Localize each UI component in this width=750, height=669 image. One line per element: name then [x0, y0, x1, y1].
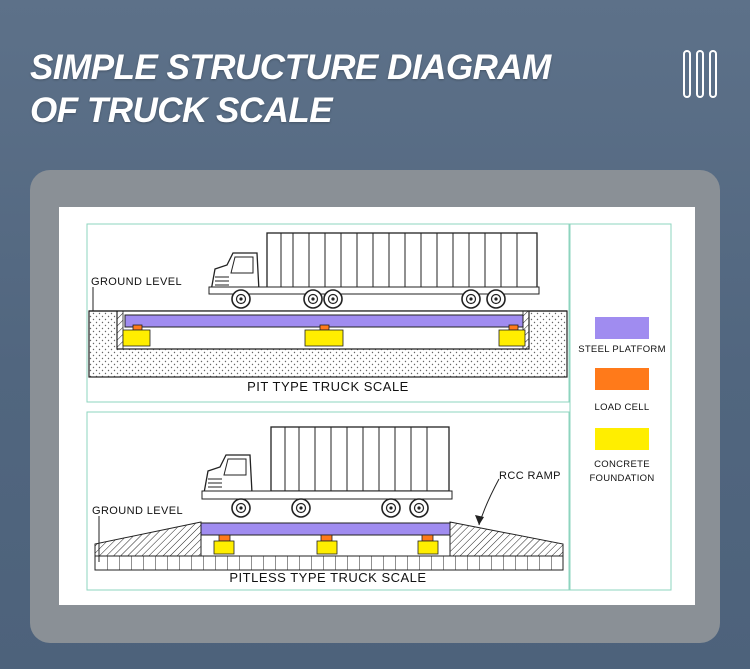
pitless-truck: [201, 426, 453, 518]
pitless-section-frame: [86, 411, 570, 591]
pitless-concrete-2: [316, 540, 338, 555]
menu-icon[interactable]: [682, 49, 718, 99]
page-title: SIMPLE STRUCTURE DIAGRAM OF TRUCK SCALE: [30, 46, 551, 132]
pitless-ground-label: GROUND LEVEL: [92, 505, 183, 517]
pit-truck: [208, 232, 540, 309]
pit-load-cell-1: [132, 324, 143, 331]
pitless-concrete-3: [417, 540, 439, 555]
pit-ground-label: GROUND LEVEL: [91, 276, 182, 288]
legend-label-steel-platform: STEEL PLATFORM: [578, 344, 666, 355]
pit-concrete-3: [498, 329, 526, 347]
pitless-load-cell-2: [320, 534, 333, 542]
pit-caption: PIT TYPE TRUCK SCALE: [247, 379, 409, 394]
ramp-label: RCC RAMP: [499, 470, 561, 482]
ramp-arrowhead: [475, 515, 484, 525]
pitless-caption: PITLESS TYPE TRUCK SCALE: [229, 570, 426, 585]
pit-load-cell-2: [319, 324, 330, 331]
legend-label-load-cell: LOAD CELL: [595, 402, 650, 413]
pit-concrete-2: [304, 329, 344, 347]
title-line-1: SIMPLE STRUCTURE DIAGRAM: [30, 48, 551, 87]
legend-label-concrete-line2: FOUNDATION: [589, 473, 654, 484]
pit-section-frame: [86, 223, 570, 403]
pitless-load-cell-1: [218, 534, 231, 542]
pit-load-cell-3: [508, 324, 519, 331]
pit-concrete-1: [122, 329, 151, 347]
legend-label-concrete-line1: CONCRETE: [594, 459, 650, 470]
legend-swatch-steel-platform: [595, 317, 649, 339]
title-line-2: OF TRUCK SCALE: [30, 91, 333, 130]
pitless-load-cell-3: [421, 534, 434, 542]
legend-swatch-concrete: [595, 428, 649, 450]
pitless-steel-platform: [200, 522, 451, 536]
legend-swatch-load-cell: [595, 368, 649, 390]
diagram-panel: GROUND LEVEL PIT TYPE TRUCK SCALE GROUND…: [59, 207, 695, 605]
pitless-concrete-1: [213, 540, 235, 555]
legend-frame: [569, 223, 672, 591]
